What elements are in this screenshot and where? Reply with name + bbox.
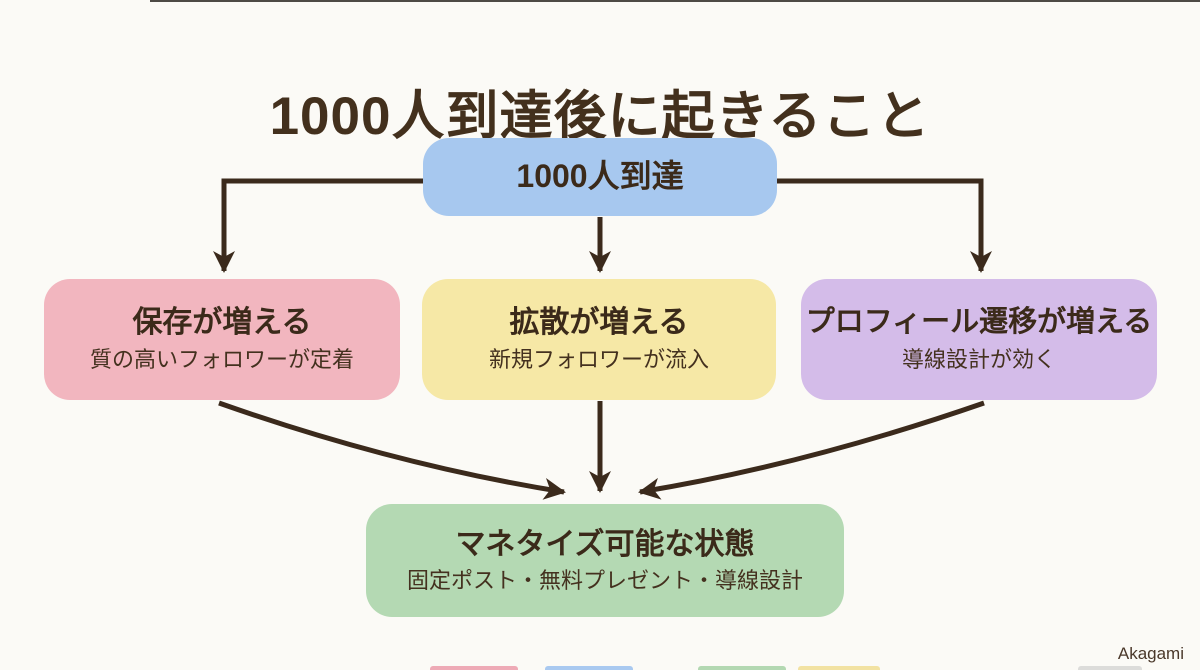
bottom-edge-fragment-gray <box>1078 666 1142 670</box>
node-profile-visits-increase-title: プロフィール遷移が増える <box>805 305 1153 338</box>
node-monetizable-state-title: マネタイズ可能な状態 <box>455 527 755 561</box>
page-title: 1000人到達後に起きること <box>269 86 931 146</box>
node-reach-increase: 拡散が増える 新規フォロワーが流入 <box>422 279 776 400</box>
node-profile-visits-increase: プロフィール遷移が増える 導線設計が効く <box>801 279 1157 400</box>
node-profile-visits-increase-subtitle: 導線設計が効く <box>901 346 1056 372</box>
node-saves-increase-title: 保存が増える <box>132 306 312 340</box>
node-monetizable-state-subtitle: 固定ポスト・無料プレゼント・導線設計 <box>406 567 803 593</box>
bottom-edge-fragment-green <box>698 666 786 670</box>
arrow-root-to-profile <box>777 178 992 273</box>
top-edge-artifact <box>150 0 1200 2</box>
node-monetizable-state: マネタイズ可能な状態 固定ポスト・無料プレゼント・導線設計 <box>366 504 844 617</box>
bottom-edge-fragment-pink <box>430 666 518 670</box>
node-1000-reached-label: 1000人到達 <box>516 158 684 195</box>
node-reach-increase-title: 拡散が増える <box>509 306 689 340</box>
node-saves-increase-subtitle: 質の高いフォロワーが定着 <box>89 347 354 373</box>
bottom-edge-fragment-blue <box>545 666 633 670</box>
author-credit: Akagami <box>1117 644 1184 663</box>
node-saves-increase: 保存が増える 質の高いフォロワーが定着 <box>44 279 400 400</box>
arrow-profile-to-outcome <box>638 400 985 500</box>
arrow-root-to-save <box>213 178 423 273</box>
node-1000-reached: 1000人到達 <box>423 138 777 216</box>
node-reach-increase-subtitle: 新規フォロワーが流入 <box>488 347 709 373</box>
arrow-save-to-outcome <box>218 400 566 500</box>
bottom-edge-fragment-yellow <box>798 666 880 670</box>
